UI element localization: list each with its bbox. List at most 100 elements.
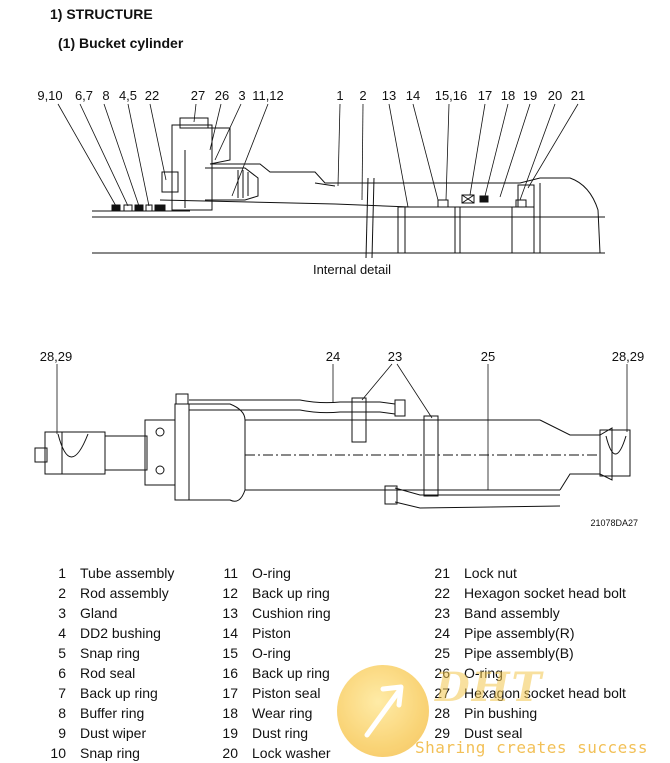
part-name: Band assembly	[464, 605, 560, 621]
part-number: 19	[222, 725, 238, 741]
part-name: O-ring	[252, 645, 291, 661]
part-number: 21	[434, 565, 450, 581]
list-item: 26 O-ring	[422, 663, 626, 683]
part-number: 7	[58, 685, 66, 701]
part-number: 25	[434, 645, 450, 661]
part-name: O-ring	[464, 665, 503, 681]
list-item: 2 Rod assembly	[38, 583, 174, 603]
list-item: 6 Rod seal	[38, 663, 174, 683]
list-item: 22 Hexagon socket head bolt	[422, 583, 626, 603]
part-number: 24	[434, 625, 450, 641]
part-name: O-ring	[252, 565, 291, 581]
part-number: 9	[58, 725, 66, 741]
part-number: 18	[222, 705, 238, 721]
part-number: 5	[58, 645, 66, 661]
part-number: 28	[434, 705, 450, 721]
part-name: Pin bushing	[464, 705, 538, 721]
part-number: 6	[58, 665, 66, 681]
callout-label: 9,10	[37, 88, 62, 103]
callout-label: 4,5	[119, 88, 137, 103]
part-name: Hexagon socket head bolt	[464, 585, 626, 601]
part-number: 3	[58, 605, 66, 621]
part-name: Lock washer	[252, 745, 331, 761]
callout-label: 1	[336, 88, 343, 103]
list-item: 7 Back up ring	[38, 683, 174, 703]
list-item: 23 Band assembly	[422, 603, 626, 623]
part-number: 17	[222, 685, 238, 701]
callout-label: 17	[478, 88, 492, 103]
callout-label: 13	[382, 88, 396, 103]
callout-label: 22	[145, 88, 159, 103]
part-number: 15	[222, 645, 238, 661]
part-name: Back up ring	[252, 585, 330, 601]
callout-label: 27	[191, 88, 205, 103]
part-name: Cushion ring	[252, 605, 331, 621]
part-name: Buffer ring	[80, 705, 145, 721]
list-item: 29 Dust seal	[422, 723, 626, 743]
part-name: Back up ring	[252, 665, 330, 681]
list-item: 10 Snap ring	[38, 743, 174, 763]
list-item: 24 Pipe assembly(R)	[422, 623, 626, 643]
part-name: Snap ring	[80, 745, 140, 761]
callout-label: 6,7	[75, 88, 93, 103]
part-number: 20	[222, 745, 238, 761]
drawing-code: 21078DA27	[590, 518, 638, 528]
part-number: 27	[434, 685, 450, 701]
part-name: Pipe assembly(R)	[464, 625, 575, 641]
part-number: 1	[58, 565, 66, 581]
part-name: Tube assembly	[80, 565, 175, 581]
part-name: Dust ring	[252, 725, 309, 741]
part-number: 10	[50, 745, 66, 761]
list-item: 1 Tube assembly	[38, 563, 174, 583]
callout-label: 14	[406, 88, 420, 103]
part-name: Rod assembly	[80, 585, 169, 601]
part-number: 14	[222, 625, 238, 641]
section-heading: 1) STRUCTURE	[50, 6, 153, 22]
internal-leader-lines	[57, 103, 579, 208]
part-name: Dust seal	[464, 725, 523, 741]
part-number: 23	[434, 605, 450, 621]
part-number: 11	[223, 565, 238, 581]
part-number: 2	[58, 585, 66, 601]
part-number: 29	[434, 725, 450, 741]
callout-label: 2	[359, 88, 366, 103]
list-item: 3 Gland	[38, 603, 174, 623]
callout-label: 19	[523, 88, 537, 103]
callout-label: 28,29	[612, 349, 645, 364]
part-name: Gland	[80, 605, 118, 621]
external-view-drawing	[34, 393, 631, 509]
callout-label: 18	[501, 88, 515, 103]
part-name: Dust wiper	[80, 725, 147, 741]
part-number: 13	[222, 605, 238, 621]
list-item: 9 Dust wiper	[38, 723, 174, 743]
callout-label: 28,29	[40, 349, 73, 364]
subsection-heading: (1) Bucket cylinder	[58, 35, 184, 51]
list-item: 11 O-ring	[210, 563, 331, 583]
part-name: Rod seal	[80, 665, 136, 681]
part-number: 16	[222, 665, 238, 681]
list-item: 13 Cushion ring	[210, 603, 331, 623]
callout-label: 15,16	[435, 88, 468, 103]
list-item: 28 Pin bushing	[422, 703, 626, 723]
part-name: Back up ring	[80, 685, 158, 701]
part-number: 4	[58, 625, 66, 641]
callout-label: 3	[238, 88, 245, 103]
callout-label: 26	[215, 88, 229, 103]
watermark-arrow-icon	[337, 665, 429, 757]
callout-label: 11,12	[252, 88, 284, 103]
part-number: 22	[434, 585, 450, 601]
list-item: 19 Dust ring	[210, 723, 331, 743]
callout-label: 21	[571, 88, 585, 103]
part-number: 26	[434, 665, 450, 681]
